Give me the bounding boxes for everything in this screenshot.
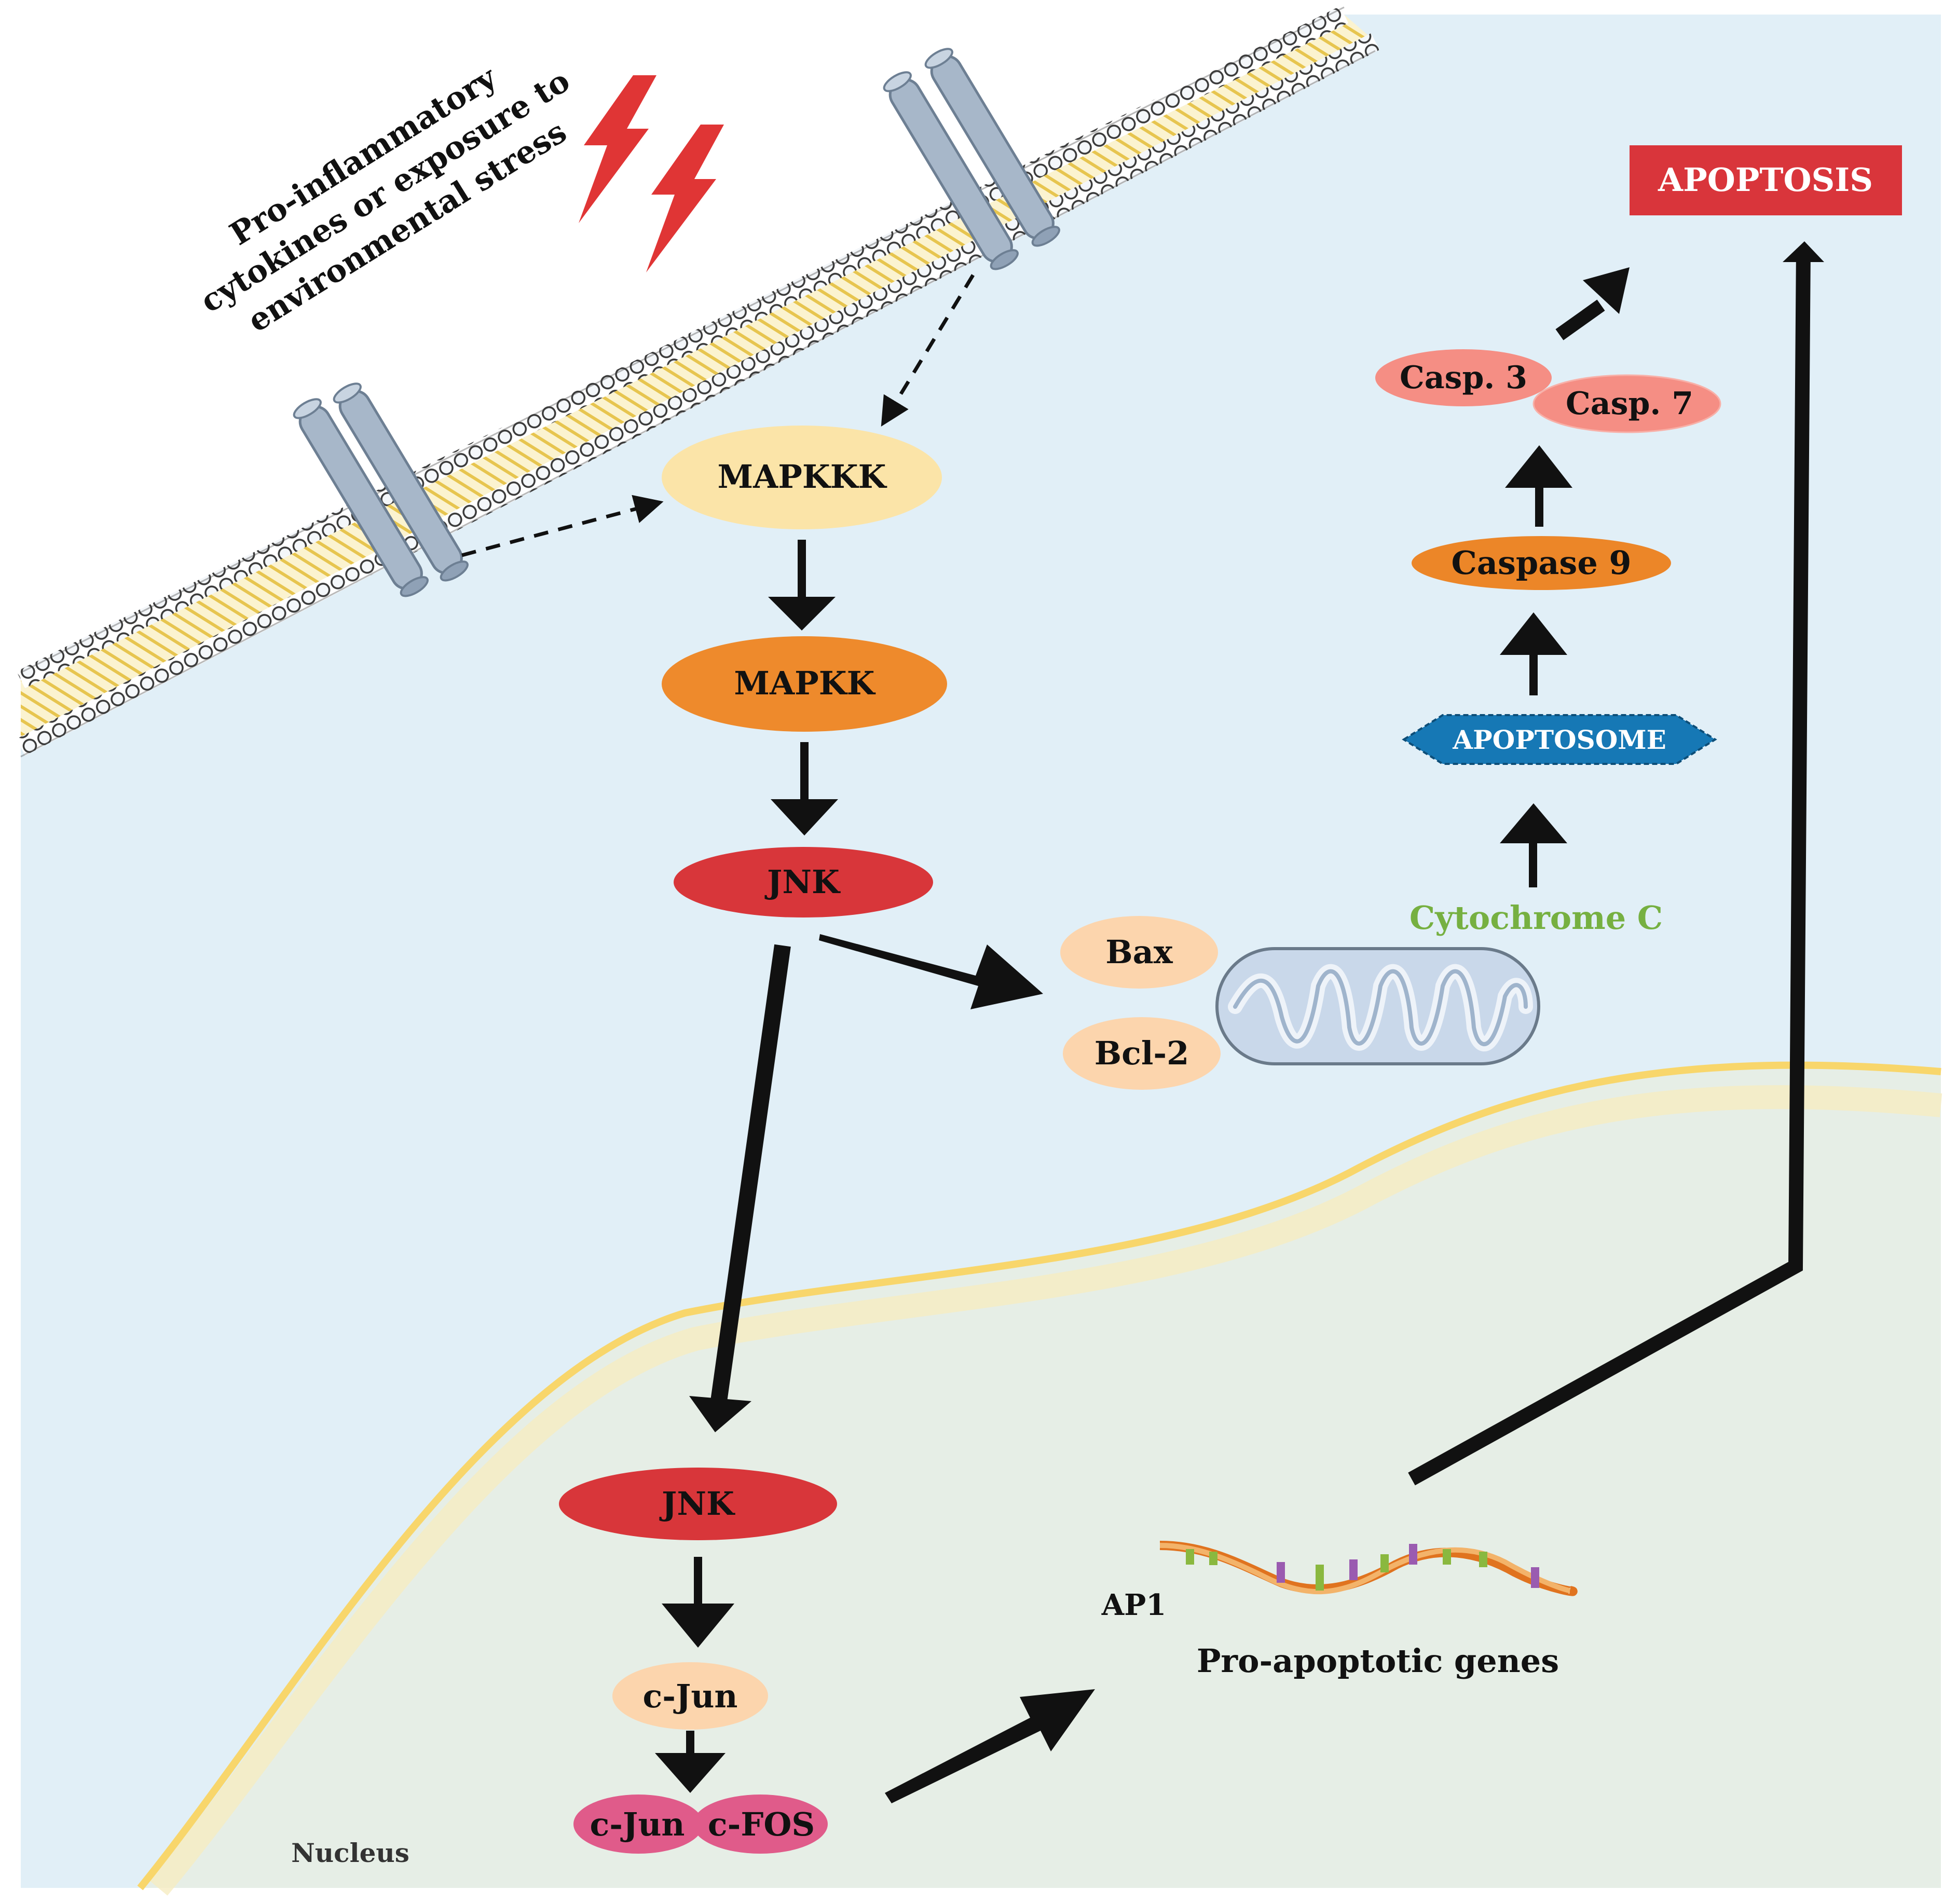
mapkkk-node: MAPKKK [662, 426, 942, 529]
dna-icon [1159, 1541, 1578, 1596]
apoptosome-node: APOPTOSOME [1402, 714, 1717, 765]
pro-apoptotic-genes-label: Pro-apoptotic genes [1197, 1642, 1559, 1680]
mapkk-label: MAPKK [734, 664, 875, 702]
arrow-apoptosome-to-caspase9 [1500, 612, 1567, 695]
dashed-arrow-right-receptor [881, 274, 975, 427]
arrow-jnk-to-cjun [662, 1557, 734, 1648]
casp3-node: Casp. 3 [1375, 349, 1552, 406]
bax-label: Bax [1105, 933, 1173, 971]
casp7-label: Casp. 7 [1566, 386, 1693, 422]
lightning-icon [579, 75, 724, 272]
receptor-right [883, 48, 1060, 270]
apoptosis-box: APOPTOSIS [1630, 145, 1902, 215]
mapkkk-label: MAPKKK [717, 458, 887, 496]
arrow-jnk-to-nucleus [689, 944, 791, 1432]
apoptosis-label: APOPTOSIS [1658, 161, 1873, 199]
jnk-cytoplasm-label: JNK [764, 863, 841, 901]
arrow-genes-to-apoptosis [1408, 241, 1824, 1486]
dashed-arrow-left-receptor [461, 495, 664, 557]
apoptosome-label: APOPTOSOME [1452, 724, 1666, 755]
arrow-mapkk-to-jnk [771, 742, 838, 835]
dimer-cjun-label: c-Jun [590, 1805, 685, 1843]
bcl2-node: Bcl-2 [1063, 1017, 1221, 1090]
arrow-jnk-to-bax [819, 934, 1043, 1009]
receptor-left [293, 382, 469, 597]
nuclear-envelope-halo [149, 1085, 1942, 1896]
arrow-cjun-to-dimer [655, 1731, 726, 1793]
cjun-node: c-Jun [612, 1662, 768, 1730]
mitochondrion-icon [1215, 947, 1540, 1065]
cjun-cfos-dimer: c-Jun c-FOS [573, 1795, 828, 1854]
arrow-caspase9-to-casp37 [1505, 445, 1572, 527]
nucleus-label: Nucleus [291, 1838, 409, 1868]
jnk-nucleus-node: JNK [559, 1468, 837, 1540]
caspase9-node: Caspase 9 [1412, 536, 1671, 590]
nucleus-region [140, 1065, 1941, 1888]
dimer-cfos-label: c-FOS [708, 1805, 815, 1843]
arrow-casp-to-apoptosis [1555, 267, 1630, 340]
arrow-dimer-to-genes [885, 1689, 1095, 1803]
mapkk-node: MAPKK [662, 636, 947, 732]
caspase9-label: Caspase 9 [1451, 544, 1631, 582]
cytochrome-c-label: Cytochrome C [1409, 899, 1663, 937]
bcl2-label: Bcl-2 [1094, 1034, 1189, 1072]
arrow-cytochrome-to-apoptosome [1500, 803, 1567, 887]
cjun-label: c-Jun [643, 1677, 738, 1715]
casp7-node: Casp. 7 [1532, 374, 1721, 433]
nuclear-envelope [137, 1061, 1941, 1891]
jnk-nucleus-label: JNK [659, 1485, 735, 1523]
casp3-label: Casp. 3 [1400, 360, 1527, 396]
bax-node: Bax [1060, 916, 1218, 989]
jnk-cytoplasm-node: JNK [674, 847, 933, 917]
arrow-mapkkk-to-mapkk [768, 540, 836, 631]
ap1-label: AP1 [1101, 1588, 1167, 1622]
